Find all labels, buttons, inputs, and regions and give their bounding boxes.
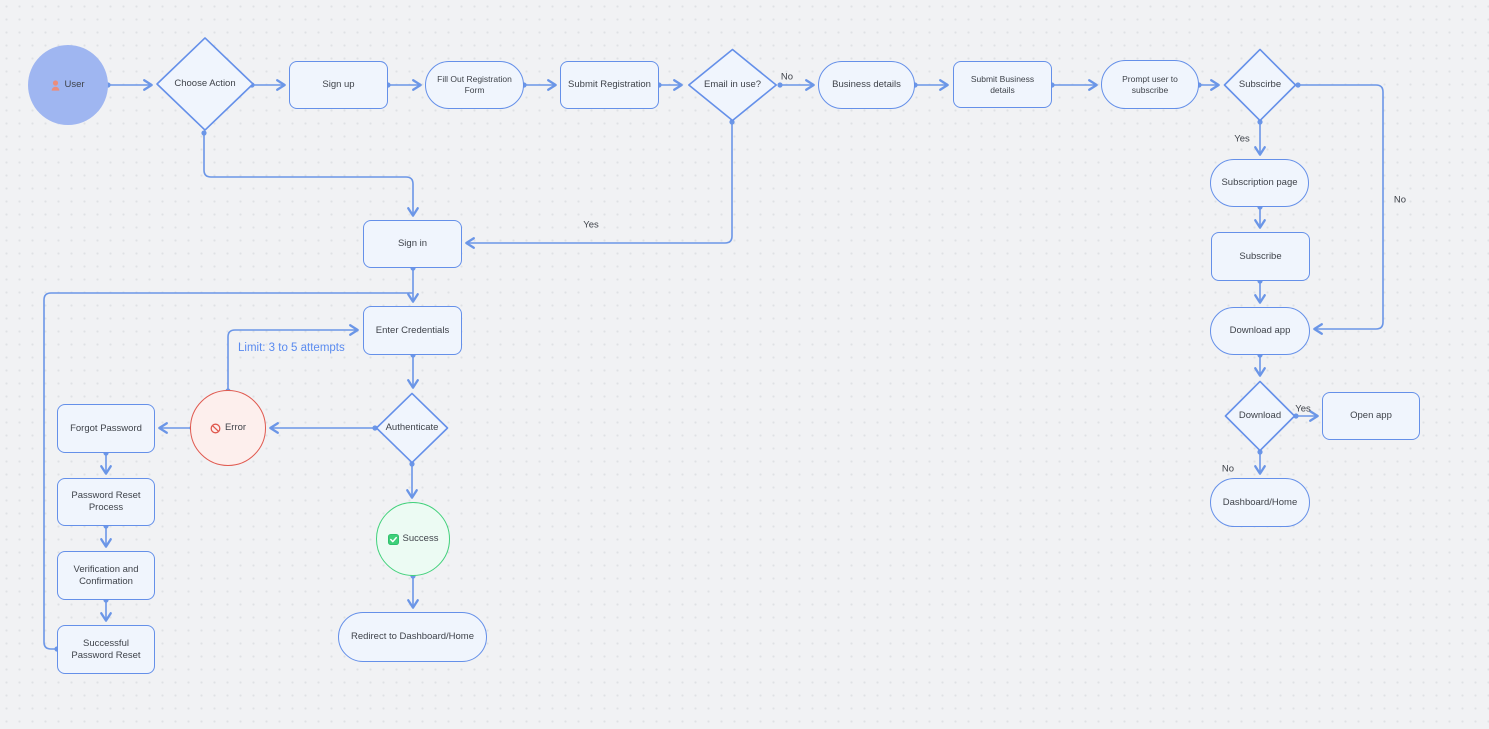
node-error[interactable]: Error: [190, 390, 266, 466]
edge-label-email-no[interactable]: No: [780, 71, 794, 83]
node-label: Subscribe: [1239, 250, 1282, 262]
node-business-details[interactable]: Business details: [818, 61, 915, 109]
node-label: Subscription page: [1221, 177, 1298, 189]
node-label: Sign in: [397, 238, 428, 250]
node-open-app[interactable]: Open app: [1322, 392, 1420, 440]
node-sign-up[interactable]: Sign up: [289, 61, 388, 109]
node-password-reset-process[interactable]: Password Reset Process: [57, 478, 155, 526]
node-verification-and-confirmation[interactable]: Verification and Confirmation: [57, 551, 155, 600]
node-label: Submit Registration: [568, 79, 651, 91]
node-subscribe[interactable]: Subscribe: [1211, 232, 1310, 281]
node-prompt-user-to-subscribe[interactable]: Prompt user to subscribe: [1101, 60, 1199, 109]
node-label: Fill Out Registration Form: [437, 74, 512, 95]
node-sign-in[interactable]: Sign in: [363, 220, 462, 268]
node-label: Enter Credentials: [375, 324, 450, 336]
node-label: Subscirbe: [1238, 79, 1282, 91]
node-label: Error: [224, 422, 247, 434]
node-label: Business details: [832, 79, 901, 91]
node-label: Verification and Confirmation: [73, 563, 139, 587]
node-label: Forgot Password: [70, 422, 142, 434]
error-icon: [210, 423, 221, 434]
node-user[interactable]: User: [28, 45, 108, 125]
node-subscription-page[interactable]: Subscription page: [1210, 159, 1309, 207]
node-label: Choose Action: [174, 78, 236, 90]
node-submit-business-details[interactable]: Submit Business details: [953, 61, 1052, 108]
edge-label-download-yes[interactable]: Yes: [1295, 403, 1311, 415]
edge-label-subscribe-no[interactable]: No: [1393, 194, 1407, 206]
node-label: Success: [402, 533, 439, 545]
node-label: Download app: [1229, 325, 1291, 337]
node-download-decision[interactable]: Download: [1224, 380, 1296, 452]
node-enter-credentials[interactable]: Enter Credentials: [363, 306, 462, 355]
node-label: Submit Business details: [970, 73, 1035, 95]
node-label: Dashboard/Home: [1222, 496, 1298, 508]
user-icon: [51, 79, 60, 91]
node-label: User: [64, 79, 85, 91]
success-check-icon: [387, 533, 399, 545]
node-download-app[interactable]: Download app: [1210, 307, 1310, 355]
node-label: Open app: [1350, 410, 1392, 422]
node-fill-out-registration-form[interactable]: Fill Out Registration Form: [425, 61, 524, 109]
node-success[interactable]: Success: [376, 502, 450, 576]
node-choose-action[interactable]: Choose Action: [155, 36, 255, 132]
node-authenticate[interactable]: Authenticate: [375, 392, 449, 464]
node-email-in-use[interactable]: Email in use?: [687, 48, 778, 122]
node-dashboard-home[interactable]: Dashboard/Home: [1210, 478, 1310, 527]
edge-label-subscribe-yes[interactable]: Yes: [1234, 133, 1250, 145]
node-label: Password Reset Process: [71, 490, 141, 513]
node-subscribe-decision[interactable]: Subscirbe: [1223, 48, 1297, 122]
node-label: Sign up: [322, 79, 355, 91]
node-label: Authenticate: [385, 422, 439, 434]
node-label: Download: [1238, 410, 1282, 422]
node-label: Redirect to Dashboard/Home: [350, 631, 475, 643]
node-label: Successful Password Reset: [71, 637, 141, 661]
node-successful-password-reset[interactable]: Successful Password Reset: [57, 625, 155, 674]
node-label: Prompt user to subscribe: [1122, 73, 1178, 95]
edge-label-download-no[interactable]: No: [1221, 463, 1235, 475]
node-label: Email in use?: [703, 79, 762, 91]
retry-limit-note[interactable]: Limit: 3 to 5 attempts: [238, 342, 345, 354]
edge-label-email-yes[interactable]: Yes: [583, 219, 599, 231]
node-submit-registration[interactable]: Submit Registration: [560, 61, 659, 109]
node-forgot-password[interactable]: Forgot Password: [57, 404, 155, 453]
node-redirect-to-dashboard-home[interactable]: Redirect to Dashboard/Home: [338, 612, 487, 662]
